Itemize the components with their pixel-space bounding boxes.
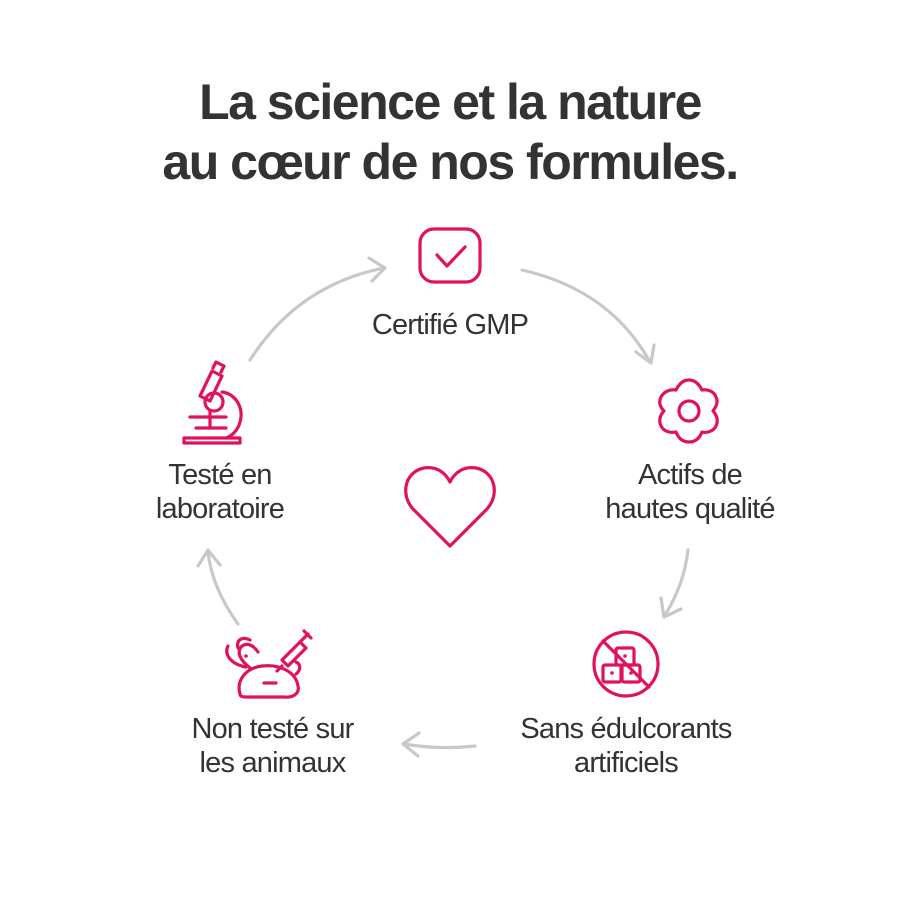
label-line: artificiels: [574, 747, 679, 779]
cycle-arrows: [196, 256, 690, 758]
label-not-animal-tested: Non testé sur les animaux: [150, 712, 395, 780]
title-line-2: au cœur de nos formules.: [162, 134, 739, 190]
arrow-animals-to-lab: [196, 548, 240, 626]
label-line: Actifs de: [637, 459, 743, 491]
label-line: Testé en: [168, 459, 272, 491]
label-lab-tested: Testé en laboratoire: [110, 458, 330, 526]
page-title: La science et la nature au cœur de nos f…: [0, 72, 900, 192]
title-line-1: La science et la nature: [199, 74, 702, 130]
label-line: les animaux: [199, 747, 347, 779]
label-certified-gmp: Certifié GMP: [330, 308, 570, 342]
heart-icon: [404, 466, 496, 548]
arrow-lab-to-certified: [248, 256, 387, 362]
checkbox-check-icon: [418, 227, 482, 284]
rabbit-syringe-icon: [225, 629, 313, 699]
label-line: Certifié GMP: [371, 309, 529, 341]
label-line: laboratoire: [155, 493, 285, 525]
arrow-actives-to-sweeteners: [659, 548, 690, 619]
no-sugar-cubes-icon: [592, 630, 660, 698]
arrow-certified-to-actives: [520, 268, 656, 365]
label-quality-actives: Actifs de hautes qualité: [560, 458, 820, 526]
label-line: Sans édulcorants: [520, 713, 732, 745]
label-line: hautes qualité: [605, 493, 775, 525]
label-line: Non testé sur: [191, 713, 354, 745]
flower-icon: [658, 378, 719, 444]
arrow-sweeteners-to-animals: [401, 731, 477, 758]
microscope-icon: [182, 360, 243, 445]
label-no-sweeteners: Sans édulcorants artificiels: [486, 712, 766, 780]
